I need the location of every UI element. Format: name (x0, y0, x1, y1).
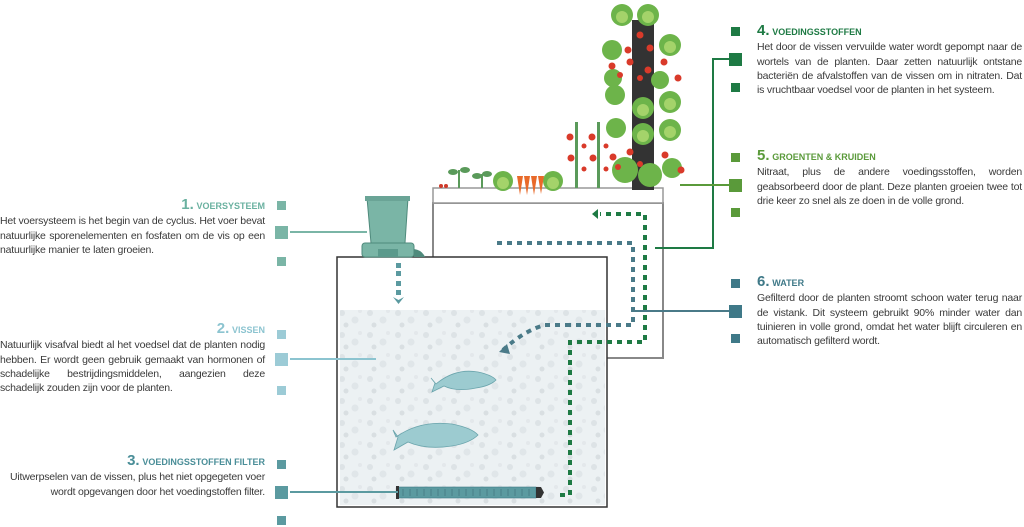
step-voersysteem: 1. VOERSYSTEEM Het voersysteem is het be… (0, 196, 265, 257)
connector-lines (290, 58, 733, 493)
step-description: Nitraat, plus de andere voedingsstoffen,… (757, 166, 1022, 207)
step-description: Het voersysteem is het begin van de cycl… (0, 215, 265, 256)
marker-step-1-top (277, 201, 286, 210)
marker-step-2-bottom (277, 386, 286, 395)
marker-step-3-mid (275, 486, 288, 499)
plants-icon (439, 122, 609, 195)
feed-flow-arrow (393, 263, 404, 304)
marker-step-4-top (731, 27, 740, 36)
step-description: Het door de vissen vervuilde water wordt… (757, 41, 1022, 97)
step-description: Gefilterd door de planten stroomt schoon… (757, 292, 1022, 348)
nutrient-flow-line (560, 212, 647, 497)
marker-step-1-bottom (277, 257, 286, 266)
plant-tower-icon (602, 4, 685, 190)
marker-step-5-top (731, 153, 740, 162)
feeder-icon (361, 196, 425, 258)
step-voedingsstoffen: 4. VOEDINGSSTOFFEN Het door de vissen ve… (757, 22, 1022, 97)
water-flow-line (497, 241, 635, 352)
step-title: 1. VOERSYSTEEM (181, 196, 265, 213)
marker-step-5-mid (729, 179, 742, 192)
marker-step-3-top (277, 460, 286, 469)
marker-step-6-mid (729, 305, 742, 318)
marker-step-1-mid (275, 226, 288, 239)
fish-icon (392, 370, 497, 451)
step-description: Uitwerpselen van de vissen, plus het nie… (10, 471, 265, 498)
marker-step-4-bottom (731, 83, 740, 92)
water-flow-arrowhead (499, 344, 510, 354)
step-title: 6. WATER (757, 273, 805, 290)
marker-step-2-top (277, 330, 286, 339)
step-vissen: 2. VISSEN Natuurlijk visafval biedt al h… (0, 320, 265, 395)
step-title: 2. VISSEN (216, 320, 265, 337)
marker-step-2-mid (275, 353, 288, 366)
step-water: 6. WATER Gefilterd door de planten stroo… (757, 273, 1022, 348)
filter-icon (396, 486, 544, 499)
step-description: Natuurlijk visafval biedt al het voedsel… (0, 339, 265, 395)
tank-water (340, 310, 605, 505)
marker-step-4-mid (729, 53, 742, 66)
marker-step-3-bottom (277, 516, 286, 525)
marker-step-6-top (731, 279, 740, 288)
step-title: 4. VOEDINGSSTOFFEN (757, 22, 862, 39)
marker-step-5-bottom (731, 208, 740, 217)
marker-step-6-bottom (731, 334, 740, 343)
step-groenten-kruiden: 5. GROENTEN & KRUIDEN Nitraat, plus de a… (757, 147, 1022, 208)
nutrient-flow-arrowhead (592, 209, 598, 219)
step-voedingsstoffen-filter: 3. VOEDINGSSTOFFEN FILTER Uitwerpselen v… (0, 452, 265, 499)
step-title: 5. GROENTEN & KRUIDEN (757, 147, 876, 164)
step-title: 3. VOEDINGSSTOFFEN FILTER (127, 452, 265, 469)
